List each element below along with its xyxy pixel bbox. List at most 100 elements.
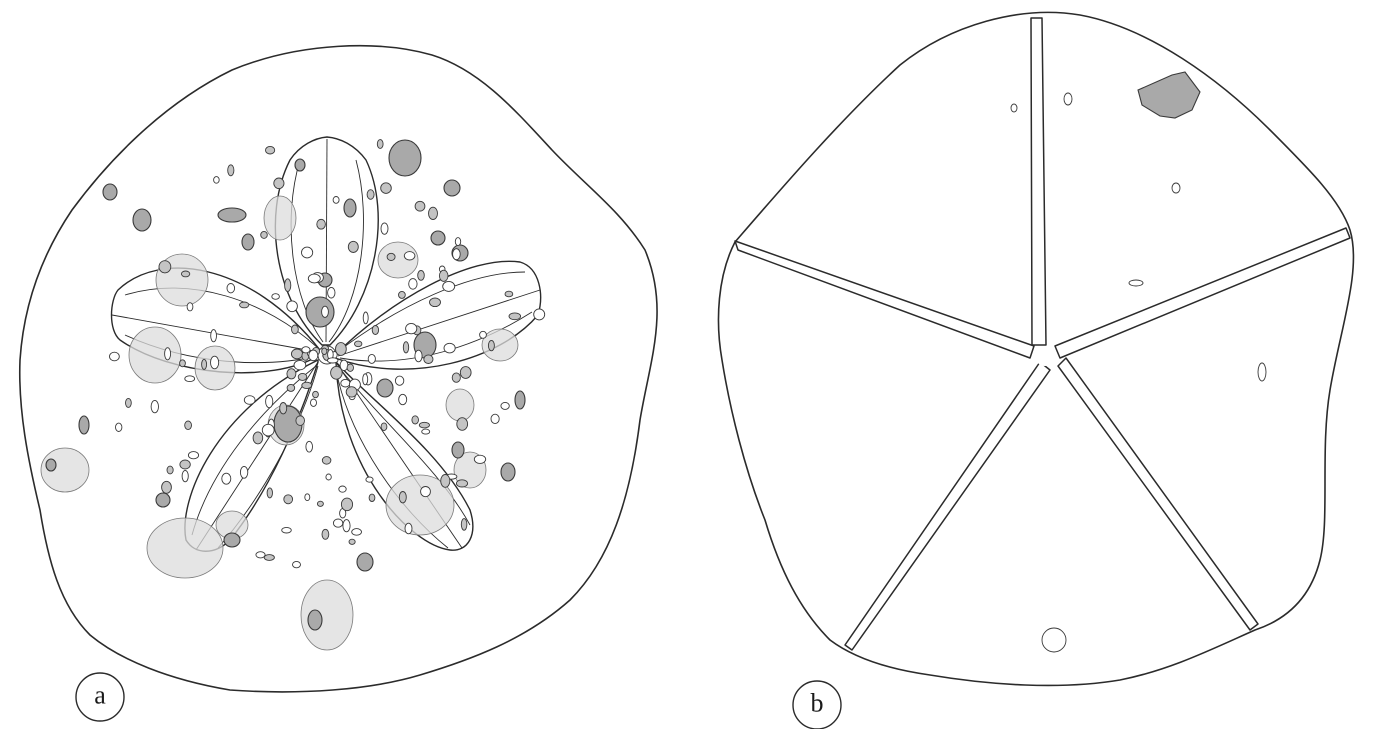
boring-dark [46, 459, 56, 471]
boring-small [480, 331, 487, 338]
boring-small [419, 422, 429, 428]
boring-small [343, 520, 350, 532]
boring-small [339, 486, 346, 492]
boring-small [452, 373, 460, 382]
boring-small [322, 457, 331, 465]
boring-small [399, 492, 406, 503]
boring-small [159, 261, 171, 273]
boring-small [456, 480, 467, 487]
food-grooves [735, 18, 1350, 650]
panel-b-label: b [793, 681, 841, 729]
boring-small [244, 396, 255, 405]
boring-small [214, 177, 220, 184]
boring-small [293, 561, 301, 567]
panel-a-label-text: a [94, 681, 106, 710]
boring-small [1129, 280, 1143, 286]
boring-small [405, 523, 412, 534]
boring-small [409, 279, 417, 290]
boring-small [1064, 93, 1072, 105]
boring-small [366, 477, 373, 482]
boring-small [453, 249, 461, 260]
boring-dark [156, 493, 170, 507]
boring-small [412, 416, 419, 424]
boring-dark [344, 199, 356, 217]
boring-small [266, 146, 275, 154]
boring-dark [515, 391, 525, 409]
boring-small [422, 429, 430, 434]
boring-small [165, 348, 171, 360]
boring-small [274, 178, 284, 189]
food-groove-lower-left [845, 362, 1050, 650]
boring-small [457, 418, 468, 431]
boring-small [125, 398, 131, 407]
boring-large [147, 518, 223, 578]
boring-small [348, 241, 358, 252]
boring-small [188, 452, 198, 459]
boring-small [399, 291, 406, 298]
boring-dark [308, 610, 322, 630]
boring-small [399, 394, 407, 404]
boring-large [129, 327, 181, 383]
boring-small [441, 475, 450, 488]
boring-small [403, 342, 408, 353]
boring-small [406, 323, 417, 333]
boring-small [287, 384, 295, 391]
boring-small [287, 369, 296, 379]
boring-small [240, 466, 247, 478]
boring-dark [242, 234, 254, 250]
boring-small [439, 270, 448, 281]
boring-small [182, 470, 188, 481]
boring-small [211, 356, 219, 369]
boring-small [317, 501, 323, 506]
boring-small [418, 271, 425, 281]
boring-small [228, 165, 234, 176]
boring-dark [79, 416, 89, 434]
boring-small [333, 519, 342, 527]
boring-dark [377, 379, 393, 397]
boring-small [404, 252, 415, 260]
boring-small [352, 529, 362, 536]
panel-a-label: a [76, 673, 124, 721]
boring-small [309, 350, 318, 361]
boring-small [264, 555, 274, 561]
boring-small [488, 340, 494, 350]
boring-small [381, 423, 387, 431]
boring-small [291, 349, 302, 359]
food-groove-right [1055, 228, 1350, 358]
boring-small [372, 326, 378, 335]
boring-small [444, 343, 455, 353]
boring-small [282, 527, 292, 533]
boring-small [151, 400, 158, 412]
panel-b-label-text: b [811, 689, 824, 718]
boring-small [333, 197, 339, 204]
boring-small [280, 403, 287, 414]
boring-small [460, 367, 471, 379]
boring-small [222, 473, 231, 484]
boring-dark [224, 533, 240, 547]
boring-small [341, 379, 350, 387]
boring-dark [452, 442, 464, 458]
boring-small [421, 487, 431, 497]
boring-small [211, 330, 217, 342]
boring-small [284, 495, 293, 504]
boring-small [313, 391, 319, 397]
boring-small [340, 360, 348, 370]
boring-small [474, 455, 485, 463]
boring-small [369, 494, 375, 501]
boring-small [381, 223, 388, 234]
boring-small [326, 474, 331, 480]
boring-small [424, 355, 433, 364]
boring-small [185, 376, 195, 382]
food-groove-lower-right [1058, 358, 1258, 630]
boring-small [187, 303, 193, 311]
boring-small [355, 341, 362, 347]
food-groove-upper [1031, 18, 1046, 345]
boring-small [461, 519, 467, 531]
boring-small [341, 498, 352, 511]
boring-small [491, 414, 499, 423]
boring-dark [218, 208, 246, 222]
boring-dark [444, 180, 460, 196]
boring-small [287, 301, 298, 312]
boring-small [349, 539, 355, 544]
